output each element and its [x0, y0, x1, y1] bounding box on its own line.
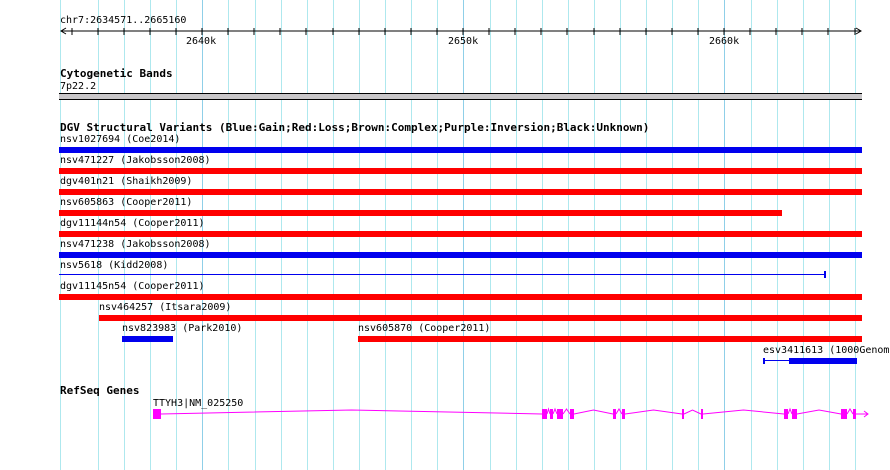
variant-label: nsv464257 (Itsara2009)	[99, 302, 232, 313]
exon	[784, 409, 788, 419]
variant-feature[interactable]	[358, 336, 862, 342]
variant-label: dgv11144n54 (Cooper2011)	[60, 218, 205, 229]
exon	[557, 409, 563, 419]
variant-label: dgv401n21 (Shaikh2009)	[60, 176, 193, 187]
exon	[792, 409, 797, 419]
exon	[542, 409, 547, 419]
variant-feature[interactable]	[122, 336, 173, 342]
exon	[613, 409, 616, 419]
tick-label: 2650k	[448, 36, 479, 47]
variant-label: nsv471238 (Jakobsson2008)	[60, 239, 211, 250]
variant-label: esv3411613 (1000Genomes	[763, 345, 890, 356]
gene-TTYH3[interactable]	[0, 400, 890, 430]
exon	[853, 409, 856, 419]
tick-label: 2660k	[709, 36, 740, 47]
variant-feature[interactable]	[763, 358, 857, 364]
variant-feature[interactable]	[59, 294, 862, 300]
region-label: chr7:2634571..2665160	[60, 15, 187, 26]
variant-label: nsv605863 (Cooper2011)	[60, 197, 193, 208]
variant-label: nsv1027694 (Coe2014)	[60, 134, 181, 145]
exon	[153, 409, 161, 419]
variant-feature[interactable]	[99, 315, 862, 321]
variant-label: nsv471227 (Jakobsson2008)	[60, 155, 211, 166]
variant-label: nsv5618 (Kidd2008)	[60, 260, 169, 271]
ruler	[60, 27, 862, 35]
variant-feature[interactable]	[59, 168, 862, 174]
track-title-refseq[interactable]: RefSeq Genes	[60, 384, 140, 397]
gene-label: TTYH3|NM_025250	[153, 398, 244, 409]
variant-feature[interactable]	[59, 210, 782, 216]
track-title-dgv[interactable]: DGV Structural Variants (Blue:Gain;Red:L…	[60, 121, 650, 134]
exon	[550, 409, 553, 419]
tick-label: 2640k	[186, 36, 217, 47]
exon	[682, 409, 684, 419]
track-title-cyto[interactable]: Cytogenetic Bands	[60, 67, 173, 80]
exon	[570, 409, 574, 419]
variant-feature[interactable]	[59, 271, 826, 278]
variant-label: nsv823983 (Park2010)	[122, 323, 243, 334]
variant-feature[interactable]	[59, 147, 862, 153]
band-label: 7p22.2	[60, 81, 97, 92]
variant-feature[interactable]	[59, 189, 862, 195]
cytoband-7p22.2[interactable]	[59, 93, 862, 100]
variant-feature[interactable]	[59, 252, 862, 258]
exon	[841, 409, 847, 419]
variant-label: dgv11145n54 (Cooper2011)	[60, 281, 205, 292]
variant-feature[interactable]	[59, 231, 862, 237]
variant-label: nsv605870 (Cooper2011)	[358, 323, 491, 334]
exon	[622, 409, 625, 419]
exon	[701, 409, 703, 419]
